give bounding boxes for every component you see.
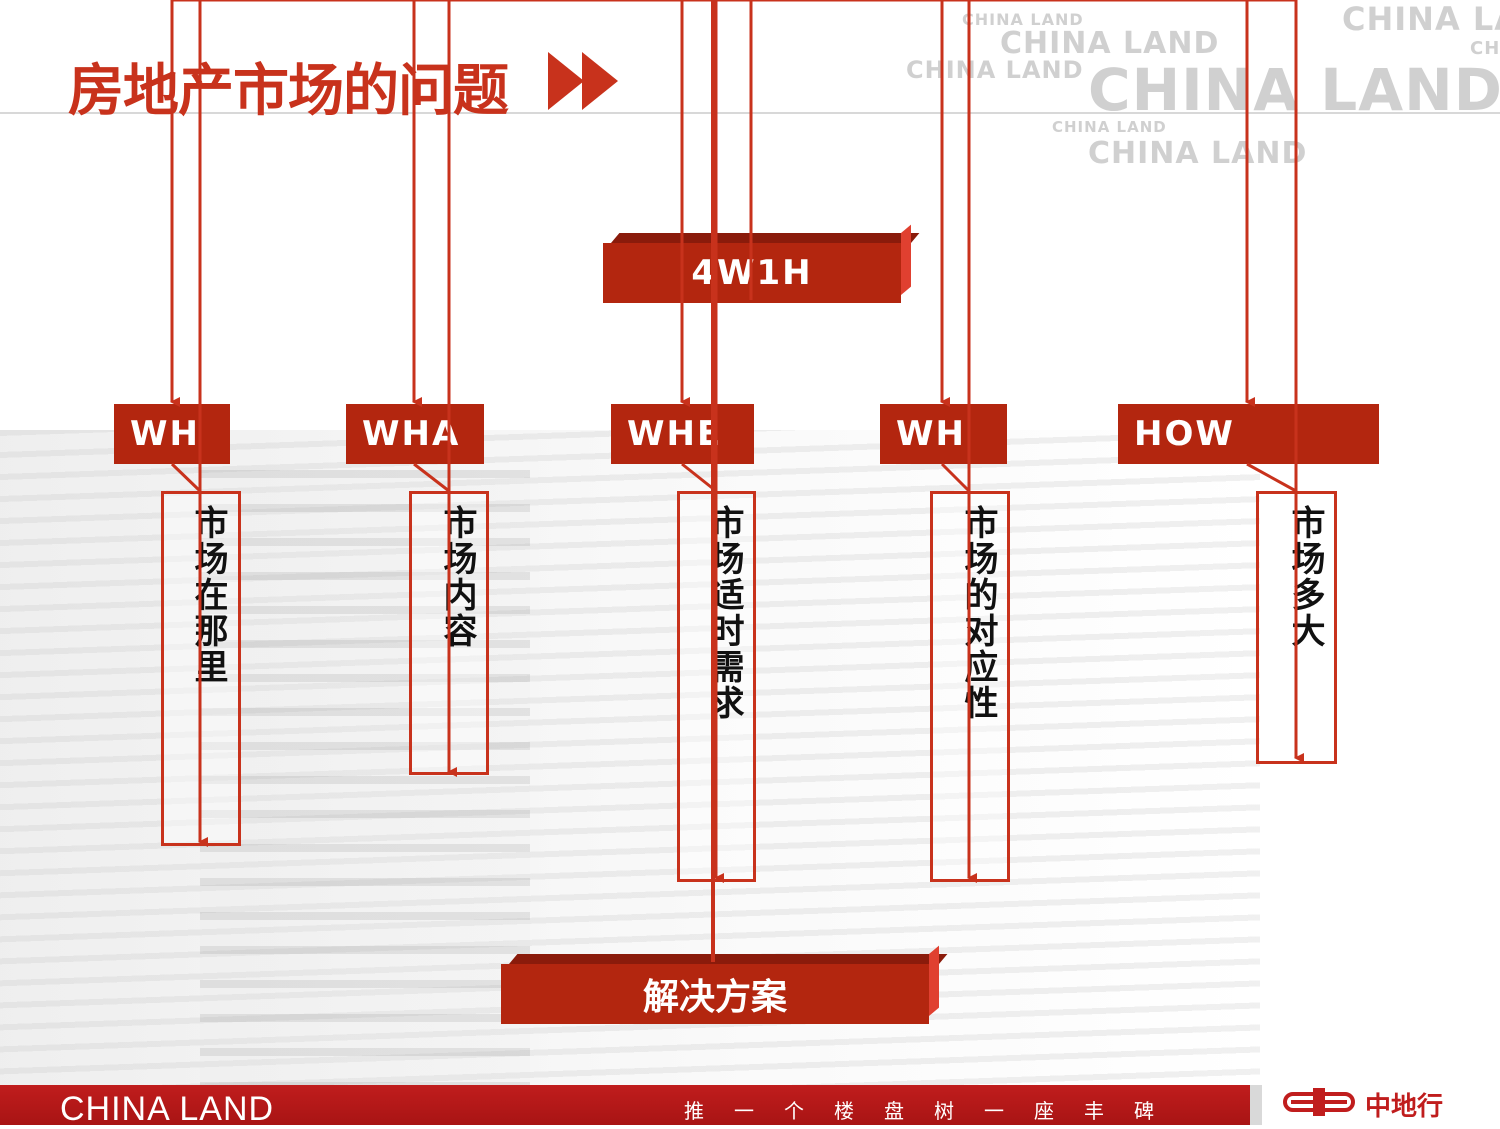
root-label: 4W1H — [691, 253, 813, 293]
category-label: WHA — [362, 414, 461, 454]
category-box-when: WHE — [611, 404, 754, 464]
result-label: 解决方案 — [642, 977, 787, 1018]
category-label: WHE — [627, 414, 723, 454]
footer-brand: CHINA LAND — [60, 1090, 275, 1128]
category-label: WH — [130, 414, 200, 454]
watermark-text: CHINA LAND — [906, 56, 1084, 84]
category-label: WH — [896, 414, 966, 454]
category-label: HOW — [1134, 414, 1235, 454]
company-name: 中地行 — [1365, 1092, 1444, 1122]
double-arrow-icon — [548, 52, 618, 110]
watermark-text: CHINA LAND — [1088, 136, 1308, 171]
category-box-who: WH — [880, 404, 1007, 464]
page-title: 房地产市场的问题 — [68, 59, 509, 124]
description-text: 市场的对应性 — [958, 505, 998, 721]
description-text: 市场适时需求 — [704, 505, 744, 721]
watermark-text: CHINA LAND — [1052, 118, 1167, 136]
category-box-how: HOW — [1118, 404, 1379, 464]
watermark-text: CH — [1470, 38, 1500, 59]
background-tower-image — [200, 470, 530, 1085]
footer-logo-area — [1250, 1085, 1500, 1125]
description-text: 市场在那里 — [188, 505, 228, 685]
watermark-text: CHINA LAND — [962, 10, 1084, 29]
company-logo-icon — [1283, 1088, 1355, 1116]
description-text: 市场多大 — [1285, 505, 1325, 649]
category-box-where: WH — [114, 404, 230, 464]
category-box-what: WHA — [346, 404, 484, 464]
footer-bar — [0, 1085, 1250, 1125]
result-box: 解决方案 — [501, 964, 929, 1024]
watermark-text: CHINA LA — [1342, 0, 1500, 38]
watermark-text: CHINA LAND — [1000, 26, 1220, 61]
description-text: 市场内容 — [437, 505, 477, 649]
footer-separator — [1250, 1085, 1262, 1125]
root-box: 4W1H — [603, 243, 901, 303]
footer-slogan: 推一个楼盘树一座丰碑 — [684, 1099, 1184, 1123]
